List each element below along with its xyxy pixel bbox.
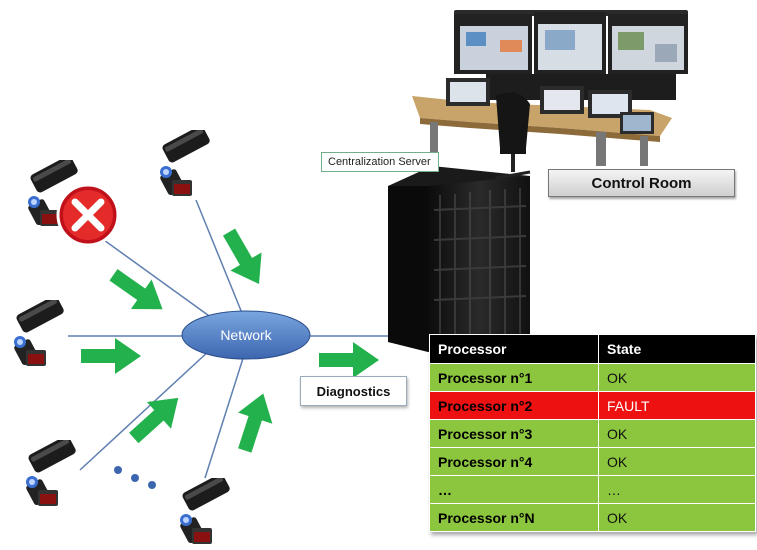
arrow-icon xyxy=(121,384,191,452)
processor-cell: … xyxy=(429,475,599,504)
processor-cell: Processor n°N xyxy=(429,503,599,532)
state-cell: … xyxy=(598,475,756,504)
table-row: Processor n°2 FAULT xyxy=(429,391,756,420)
arrow-icon xyxy=(81,338,141,374)
server-rack-icon xyxy=(388,166,530,352)
table-row: Processor n°3 OK xyxy=(429,419,756,448)
centralization-server-label: Centralization Server xyxy=(321,152,439,172)
table-row: Processor n°1 OK xyxy=(429,363,756,392)
state-cell: FAULT xyxy=(598,391,756,420)
state-cell: OK xyxy=(598,447,756,476)
table-row: Processor n°4 OK xyxy=(429,447,756,476)
table-header-row: Processor State xyxy=(429,334,756,364)
arrow-icon xyxy=(213,223,275,293)
camera-bottom xyxy=(179,478,232,545)
state-cell: OK xyxy=(598,419,756,448)
arrow-icon xyxy=(227,387,281,457)
processor-cell: Processor n°3 xyxy=(429,419,599,448)
processor-state-table: Processor State Processor n°1 OK Process… xyxy=(429,334,756,532)
camera-middle-left xyxy=(13,300,66,367)
header-state: State xyxy=(598,334,756,364)
network-label: Network xyxy=(220,327,272,343)
control-room-label: Control Room xyxy=(548,169,735,197)
state-cell: OK xyxy=(598,363,756,392)
more-cameras-ellipsis xyxy=(114,466,156,489)
arrow-icon xyxy=(103,260,173,324)
processor-cell: Processor n°1 xyxy=(429,363,599,392)
diagnostics-label: Diagnostics xyxy=(300,376,407,406)
camera-bottom-left xyxy=(25,440,78,507)
table-row: … … xyxy=(429,475,756,504)
state-cell: OK xyxy=(598,503,756,532)
table-row: Processor n°N OK xyxy=(429,503,756,532)
camera-top xyxy=(159,130,212,197)
header-processor: Processor xyxy=(429,334,599,364)
processor-cell: Processor n°4 xyxy=(429,447,599,476)
arrow-icon xyxy=(319,342,379,378)
fault-icon xyxy=(56,183,120,247)
control-room-icon xyxy=(412,10,688,180)
processor-cell: Processor n°2 xyxy=(429,391,599,420)
network-links xyxy=(68,199,390,479)
network-node xyxy=(181,310,311,360)
